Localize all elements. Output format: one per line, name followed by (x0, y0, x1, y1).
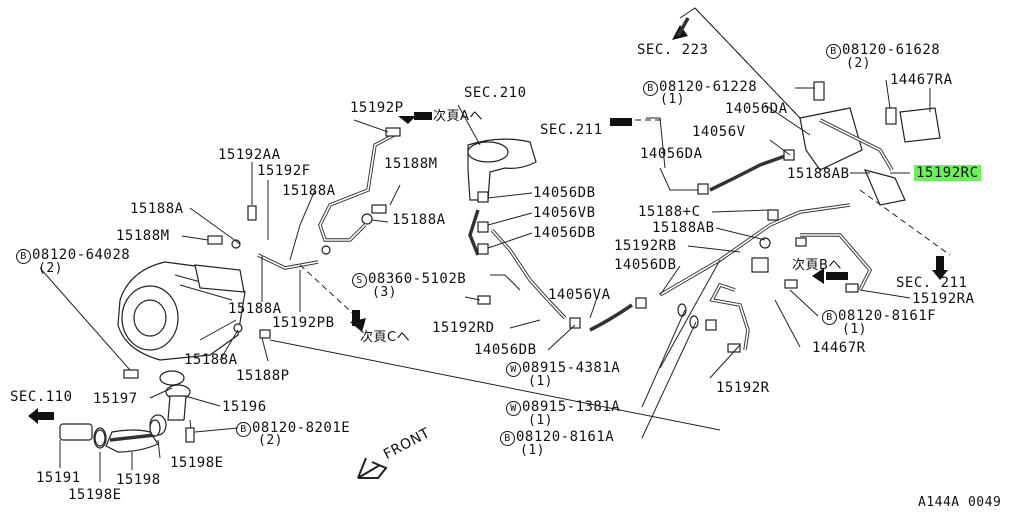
bolt-marker-icon: B (236, 422, 251, 437)
label-15188P[interactable]: 15188P (236, 368, 290, 384)
bolt-marker-icon: B (16, 249, 31, 264)
drawing-code: A144A 0049 (918, 495, 1002, 510)
bolt-marker-icon: B (826, 44, 841, 59)
qty-08915-4381A: (1) (528, 374, 553, 389)
label-15192P[interactable]: 15192P (350, 100, 404, 116)
label-15198E-right[interactable]: 15198E (170, 455, 224, 471)
hoses-drawing (109, 153, 789, 442)
bolt-marker-icon: B (500, 431, 515, 446)
fasteners-drawing (94, 81, 897, 447)
label-14056VB[interactable]: 14056VB (533, 205, 596, 221)
qty-08120-64028: (2) (38, 261, 63, 276)
label-15188A-low[interactable]: 15188A (228, 301, 282, 317)
washer-marker-icon: W (506, 362, 521, 377)
label-15188C[interactable]: 15188+C (638, 204, 701, 220)
qty-08120-8161F: (1) (842, 322, 867, 337)
label-15188A-mid[interactable]: 15188A (392, 212, 446, 228)
pipes-drawing (257, 118, 894, 351)
label-15192R[interactable]: 15192R (716, 380, 770, 396)
label-14467R[interactable]: 14467R (812, 340, 866, 356)
label-sec-210[interactable]: SEC.210 (464, 85, 527, 101)
qty-08120-61228: (1) (660, 92, 685, 107)
label-15188AB-mid[interactable]: 15188AB (652, 220, 715, 236)
label-14056DA-left[interactable]: 14056DA (640, 146, 703, 162)
label-sec-211-top[interactable]: SEC.211 (540, 122, 603, 138)
label-14056DB-2[interactable]: 14056DB (533, 225, 596, 241)
qty-08120-8201E: (2) (258, 433, 283, 448)
label-sec-223[interactable]: SEC. 223 (637, 42, 709, 58)
label-sec-211-right[interactable]: SEC. 211 (896, 275, 968, 291)
label-next-c[interactable]: 次頁Cへ (360, 330, 411, 345)
label-15198[interactable]: 15198 (116, 472, 161, 488)
label-15188A-left[interactable]: 15188A (130, 201, 184, 217)
label-15188A-top[interactable]: 15188A (282, 183, 336, 199)
label-15192PB[interactable]: 15192PB (272, 315, 335, 331)
label-14056DA-top[interactable]: 14056DA (725, 101, 788, 117)
label-15191[interactable]: 15191 (36, 470, 81, 486)
highlighted-part: 15192RC (914, 165, 981, 181)
qty-08915-1381A: (1) (528, 413, 553, 428)
label-15188AB-top[interactable]: 15188AB (787, 166, 850, 182)
label-14056V[interactable]: 14056V (692, 124, 746, 140)
label-14056DB-3[interactable]: 14056DB (614, 257, 677, 273)
label-15197[interactable]: 15197 (93, 391, 138, 407)
bolt-marker-icon: B (822, 310, 837, 325)
bracket-drawing (799, 107, 941, 206)
label-sec-110[interactable]: SEC.110 (10, 389, 73, 405)
label-15188M-top[interactable]: 15188M (384, 156, 438, 172)
label-15192RD[interactable]: 15192RD (432, 320, 495, 336)
label-15192AA[interactable]: 15192AA (218, 147, 281, 163)
leader-lines (39, 7, 931, 482)
qty-08120-8161A: (1) (520, 443, 545, 458)
label-14467RA[interactable]: 14467RA (890, 72, 953, 88)
qty-08120-61628: (2) (846, 56, 871, 71)
label-next-b[interactable]: 次頁Bへ (792, 258, 842, 273)
label-15198E-left[interactable]: 15198E (68, 487, 122, 503)
label-15192F[interactable]: 15192F (257, 163, 311, 179)
label-15192RB[interactable]: 15192RB (614, 238, 677, 254)
screw-marker-icon: S (352, 273, 367, 288)
label-15196[interactable]: 15196 (222, 399, 267, 415)
label-next-a[interactable]: 次頁Aへ (433, 109, 483, 124)
label-15192RA[interactable]: 15192RA (912, 291, 975, 307)
label-14056DB-1[interactable]: 14056DB (533, 185, 596, 201)
label-15192RC[interactable]: 15192RC (914, 165, 981, 181)
label-15188M-left[interactable]: 15188M (116, 228, 170, 244)
label-14056DB-4[interactable]: 14056DB (474, 342, 537, 358)
sec210-outlet-drawing (467, 138, 537, 201)
turbocharger-drawing (117, 261, 246, 361)
direction-arrows (28, 17, 948, 479)
label-14056VA[interactable]: 14056VA (548, 287, 611, 303)
dashed-references (299, 7, 951, 321)
label-15188A-bottom[interactable]: 15188A (184, 352, 238, 368)
qty-08360-5102B: (3) (372, 285, 397, 300)
bolt-marker-icon: B (643, 81, 658, 96)
washer-marker-icon: W (506, 401, 521, 416)
